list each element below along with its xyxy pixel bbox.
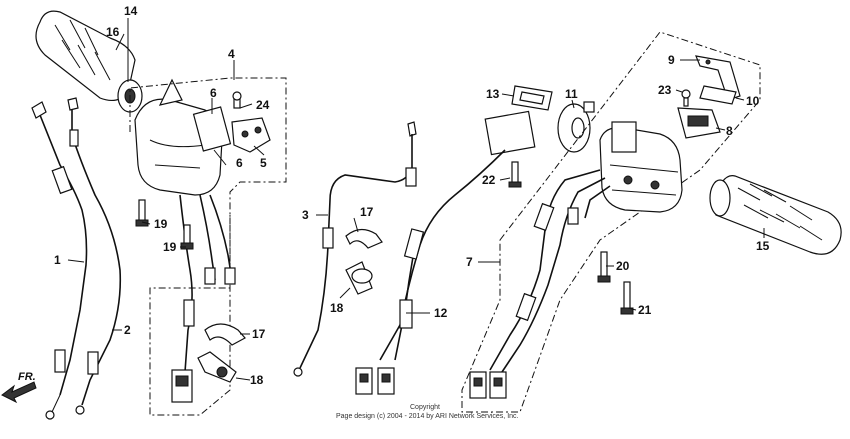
right-switch-harness — [469, 169, 611, 399]
callout-15: 15 — [756, 239, 770, 253]
callout-12: 12 — [434, 306, 448, 320]
callout-24: 24 — [256, 98, 270, 112]
callout-6b: 6 — [236, 156, 243, 170]
left-grip — [35, 10, 143, 113]
throttle-cable-2 — [67, 97, 122, 415]
callout-6a: 6 — [210, 86, 217, 100]
right-grip — [709, 175, 842, 255]
bolt-19-lower — [180, 224, 194, 250]
bolt-21 — [620, 281, 634, 315]
callout-11: 11 — [565, 87, 578, 101]
right-switch-boundary — [461, 31, 761, 413]
callout-20: 20 — [616, 259, 630, 273]
screw-23 — [681, 89, 691, 107]
clamp-17-left — [204, 323, 246, 346]
bolt-20 — [597, 251, 611, 283]
callout-7: 7 — [466, 255, 473, 269]
right-switch-housing — [599, 121, 683, 213]
copyright-line-1: Copyright — [410, 404, 440, 411]
callout-9: 9 — [668, 53, 675, 67]
callout-17b: 17 — [360, 205, 374, 219]
callout-5: 5 — [260, 156, 267, 170]
clamp-17-center — [345, 228, 383, 249]
clamp-18-left — [197, 351, 237, 383]
left-switch-housing — [134, 78, 271, 196]
switch-ring-11 — [557, 101, 595, 153]
callout-19b: 19 — [163, 240, 177, 254]
callout-18a: 18 — [250, 373, 264, 387]
callout-3: 3 — [302, 208, 309, 222]
front-label: FR. — [18, 371, 36, 383]
rubber-cover-13 — [511, 85, 553, 111]
leader-lines — [67, 18, 765, 381]
screw-22 — [508, 161, 522, 188]
callout-18b: 18 — [330, 301, 344, 315]
throttle-cable-1 — [31, 101, 88, 420]
callout-22: 22 — [482, 173, 496, 187]
left-switch-harness — [171, 194, 236, 403]
copyright-line-2: Page design (c) 2004 - 2014 by ARI Netwo… — [336, 413, 519, 420]
callout-1: 1 — [54, 253, 61, 267]
callout-21: 21 — [638, 303, 652, 317]
callout-19a: 19 — [154, 217, 168, 231]
callout-2: 2 — [124, 323, 131, 337]
choke-cable-3 — [293, 121, 417, 377]
callout-14: 14 — [124, 4, 138, 18]
front-direction-indicator — [1, 381, 37, 404]
clamp-18-center — [345, 261, 373, 295]
callout-16: 16 — [106, 25, 120, 39]
plate-10 — [699, 85, 737, 105]
callout-8: 8 — [726, 124, 733, 138]
callout-23: 23 — [658, 83, 672, 97]
switch-block-8 — [677, 107, 721, 139]
left-switch-boundary — [129, 77, 287, 416]
callout-4: 4 — [228, 47, 235, 61]
callout-17a: 17 — [252, 327, 266, 341]
wire-harness-12 — [355, 110, 536, 395]
callout-10: 10 — [746, 94, 760, 108]
callout-13: 13 — [486, 87, 500, 101]
